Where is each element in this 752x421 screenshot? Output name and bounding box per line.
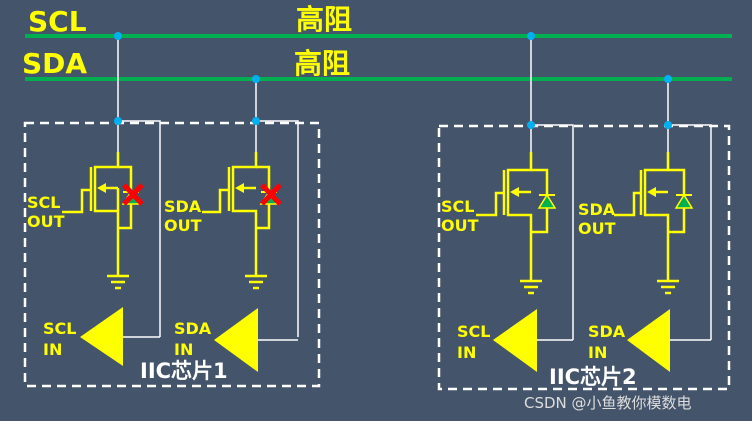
chip1-scl-stage xyxy=(62,36,161,366)
chip2-sda-body-diode xyxy=(674,193,694,209)
chip1-scl-in-label-line1: SCL xyxy=(43,319,76,338)
chip2-boundary xyxy=(437,124,731,391)
chip2-sda-in-label-line2: IN xyxy=(588,343,607,362)
chip1-sda-input-buffer xyxy=(214,308,258,372)
chip1-name: IIC芯片1 xyxy=(140,359,228,383)
chip2-scl-out-label-line2: OUT xyxy=(441,216,479,235)
junction-dot xyxy=(527,121,535,129)
chip1-scl-mosfet xyxy=(93,152,120,270)
chip1-scl-input-buffer xyxy=(80,307,123,366)
chip2-sda-out-label-line2: OUT xyxy=(578,219,616,238)
chip1-sda-in-label-line1: SDA xyxy=(174,319,212,338)
chip2-name: IIC芯片2 xyxy=(549,365,637,389)
junction-dot xyxy=(114,117,122,125)
chip2-sda-input-buffer xyxy=(627,309,670,372)
chip1-sda-in-label-line2: IN xyxy=(174,340,193,359)
chip1-sda-mosfet xyxy=(231,152,258,270)
junction-dot xyxy=(527,32,535,40)
chip2-sda-out-label-line1: SDA xyxy=(578,200,616,219)
chip2-sda-in-label-line1: SDA xyxy=(588,322,626,341)
chip2-scl-stage xyxy=(476,36,574,372)
scl-bus-label: SCL xyxy=(28,5,87,38)
chip1-scl-off-mark-icon xyxy=(122,183,144,206)
junction-dot xyxy=(252,117,260,125)
junction-dot xyxy=(114,32,122,40)
chip2-sda-stage xyxy=(614,79,712,372)
sda-bus-state: 高阻 xyxy=(294,47,350,80)
chip1-sda-off-mark-icon xyxy=(260,183,282,206)
chip1-sda-out-label-line1: SDA xyxy=(164,197,202,216)
junction-dot xyxy=(664,121,672,129)
chip1-sda-stage xyxy=(202,79,299,372)
chip2-sda-mosfet xyxy=(643,152,670,275)
chip1-scl-in-label-line2: IN xyxy=(43,340,62,359)
chip2-scl-input-buffer xyxy=(493,309,537,372)
chip1-scl-out-label-line2: OUT xyxy=(27,212,65,231)
junction-dot xyxy=(664,75,672,83)
chip1-boundary xyxy=(23,121,321,388)
sda-bus-label: SDA xyxy=(22,47,87,80)
watermark: CSDN @小鱼教你模数电 xyxy=(524,394,692,412)
junction-dot xyxy=(252,75,260,83)
chip2-scl-out-label-line1: SCL xyxy=(441,197,474,216)
chip2-scl-in-label-line1: SCL xyxy=(457,322,490,341)
chip2-scl-mosfet xyxy=(506,152,533,275)
chip2-scl-body-diode xyxy=(537,193,557,209)
chip2-scl-in-label-line2: IN xyxy=(457,343,476,362)
chip1-sda-out-label-line2: OUT xyxy=(164,216,202,235)
scl-bus-state: 高阻 xyxy=(296,3,352,36)
chip1-scl-out-label-line1: SCL xyxy=(27,193,60,212)
